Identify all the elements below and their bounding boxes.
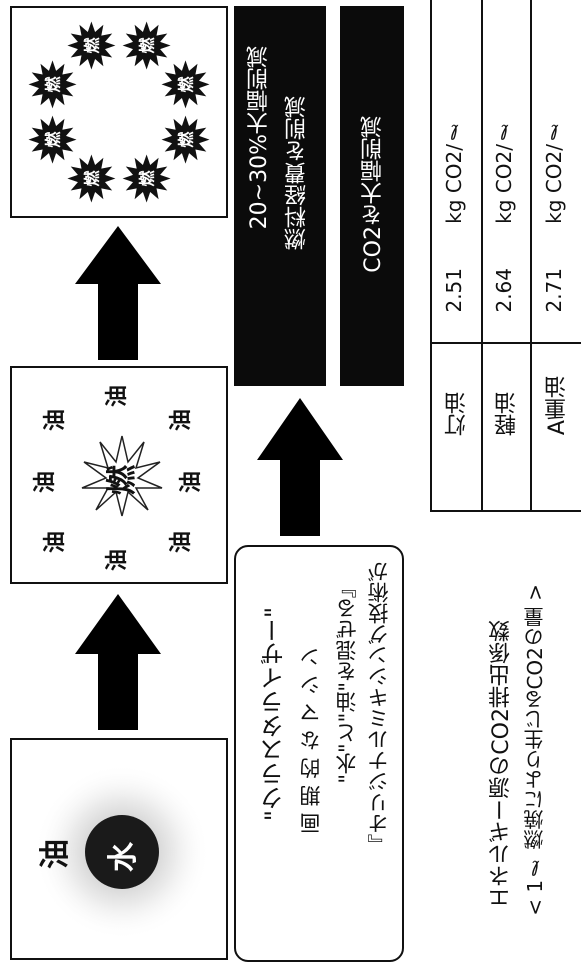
value-diesel: 2.64 xyxy=(492,268,516,313)
oil-char-4: 油 xyxy=(104,384,131,408)
co2-text: CO2を大幅削減 xyxy=(361,116,386,273)
burst-2: 燃 xyxy=(122,154,171,203)
unit-heavy-oil-a: kg CO2/ℓ xyxy=(542,120,566,224)
stage1-box: 水 油 xyxy=(10,738,228,960)
emulsion-burst xyxy=(81,435,163,517)
fuel-cost-banner: 燃料経費を削減 20~30%大幅削減 xyxy=(234,6,326,386)
burst-6: 燃 xyxy=(67,21,116,70)
water-in-oil-illustration xyxy=(34,764,210,940)
arrow-up-1 xyxy=(75,594,161,730)
fuel-label-diesel: 軽油 xyxy=(495,392,520,436)
burst-4: 燃 xyxy=(28,115,77,164)
tech-line-2: "水"と"油"を混ぜる』 xyxy=(335,577,359,784)
caption-title: エネルギー源のCO2排出係数 xyxy=(489,620,514,909)
oil-char-5: 油 xyxy=(104,548,131,572)
stage2-box: 燃 油 油 油 油 油 油 油 油 xyxy=(10,366,228,584)
emission-table: 灯油 軽油 A重油 2.51 2.64 2.71 kg CO2/ℓ kg CO2… xyxy=(430,0,581,512)
value-heavy-oil-a: 2.71 xyxy=(542,268,566,313)
burst-7: 燃 xyxy=(122,21,171,70)
unit-diesel: kg CO2/ℓ xyxy=(492,120,516,224)
oil-char-2: 油 xyxy=(32,470,59,494)
burst-char-2: 燃 xyxy=(138,170,157,187)
arrow-up-3 xyxy=(257,398,343,536)
burn-char: 燃 xyxy=(105,465,140,495)
burst-char-4: 燃 xyxy=(43,131,62,148)
combustion-ring: 燃燃燃燃燃燃燃燃 xyxy=(28,21,210,203)
oil-char-3: 油 xyxy=(42,530,69,554)
fuel-cost-title: 燃料経費を削減 xyxy=(285,96,310,250)
burst-3: 燃 xyxy=(67,154,116,203)
burst-1: 燃 xyxy=(161,115,210,164)
value-kerosene: 2.51 xyxy=(442,268,466,313)
arrow-up-2 xyxy=(75,226,161,360)
water-droplet xyxy=(85,815,159,889)
fuel-cost-sub: 20~30%大幅削減 xyxy=(247,46,272,230)
oil-char-7: 油 xyxy=(178,470,205,494)
burst-char-1: 燃 xyxy=(177,131,196,148)
fuel-label-kerosene: 灯油 xyxy=(445,392,470,436)
oil-char-6: 油 xyxy=(168,408,195,432)
table-col-divider xyxy=(430,342,581,512)
unit-kerosene: kg CO2/ℓ xyxy=(442,120,466,224)
oil-char-8: 油 xyxy=(168,530,195,554)
fuel-label-heavy-oil-a: A重油 xyxy=(545,376,570,436)
tech-line-4: "クラスタライザー" xyxy=(260,607,288,822)
burst-char-3: 燃 xyxy=(82,170,101,187)
burst-char-6: 燃 xyxy=(82,36,101,53)
tech-line-3: 画 期 的 な マ シ ン xyxy=(299,647,323,835)
stage3-box: 燃燃燃燃燃燃燃燃 xyxy=(10,6,228,218)
burst-5: 燃 xyxy=(28,60,77,109)
burst-char-5: 燃 xyxy=(43,75,62,92)
co2-banner: CO2を大幅削減 xyxy=(340,6,404,386)
oil-char-1: 油 xyxy=(42,408,69,432)
burst-char-8: 燃 xyxy=(177,75,196,92)
tech-line-1: 『オリジナルミキシング技術が xyxy=(367,561,391,855)
table-row-border-3 xyxy=(530,0,581,512)
oil-char: 油 xyxy=(38,839,73,869)
burst-8: 燃 xyxy=(161,60,210,109)
burst-char-7: 燃 xyxy=(138,36,157,53)
technology-box: 『オリジナルミキシング技術が "水"と"油"を混ぜる』 画 期 的 な マ シ … xyxy=(234,545,404,962)
water-char: 水 xyxy=(106,842,141,872)
caption-subtitle: < 1ℓ 燃焼により生じるCO2の量 > xyxy=(523,584,547,916)
